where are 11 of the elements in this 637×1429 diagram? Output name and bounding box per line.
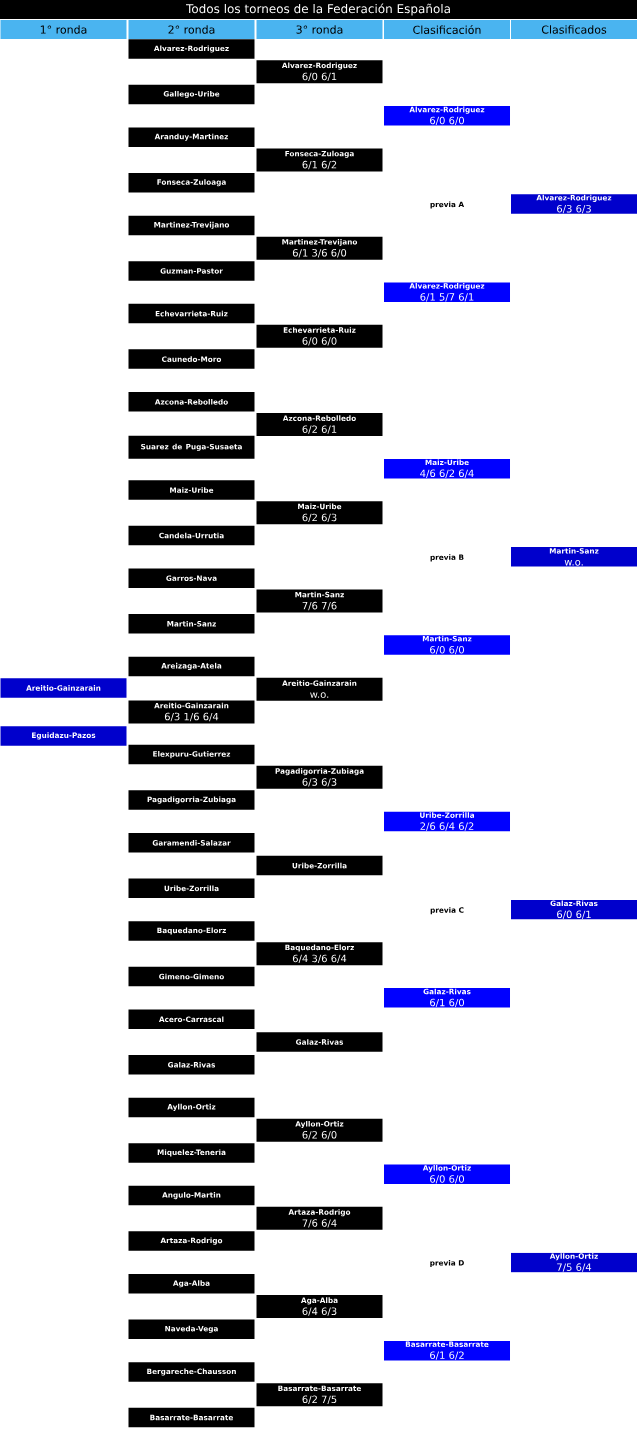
node-label: 1° ronda	[40, 25, 87, 34]
column-header: 3° ronda	[256, 20, 383, 39]
column-header: 2° ronda	[128, 20, 255, 39]
title-banner: Todos los torneos de la Federación Española	[0, 0, 637, 19]
node-label: 3° ronda	[296, 25, 343, 34]
node-label: 2° ronda	[168, 25, 215, 34]
node-label: Clasificación	[413, 25, 481, 34]
column-header: Clasificados	[511, 20, 637, 39]
column-header: 1° ronda	[0, 20, 127, 39]
column-header: Clasificación	[384, 20, 510, 39]
node-label: Clasificados	[541, 25, 607, 34]
